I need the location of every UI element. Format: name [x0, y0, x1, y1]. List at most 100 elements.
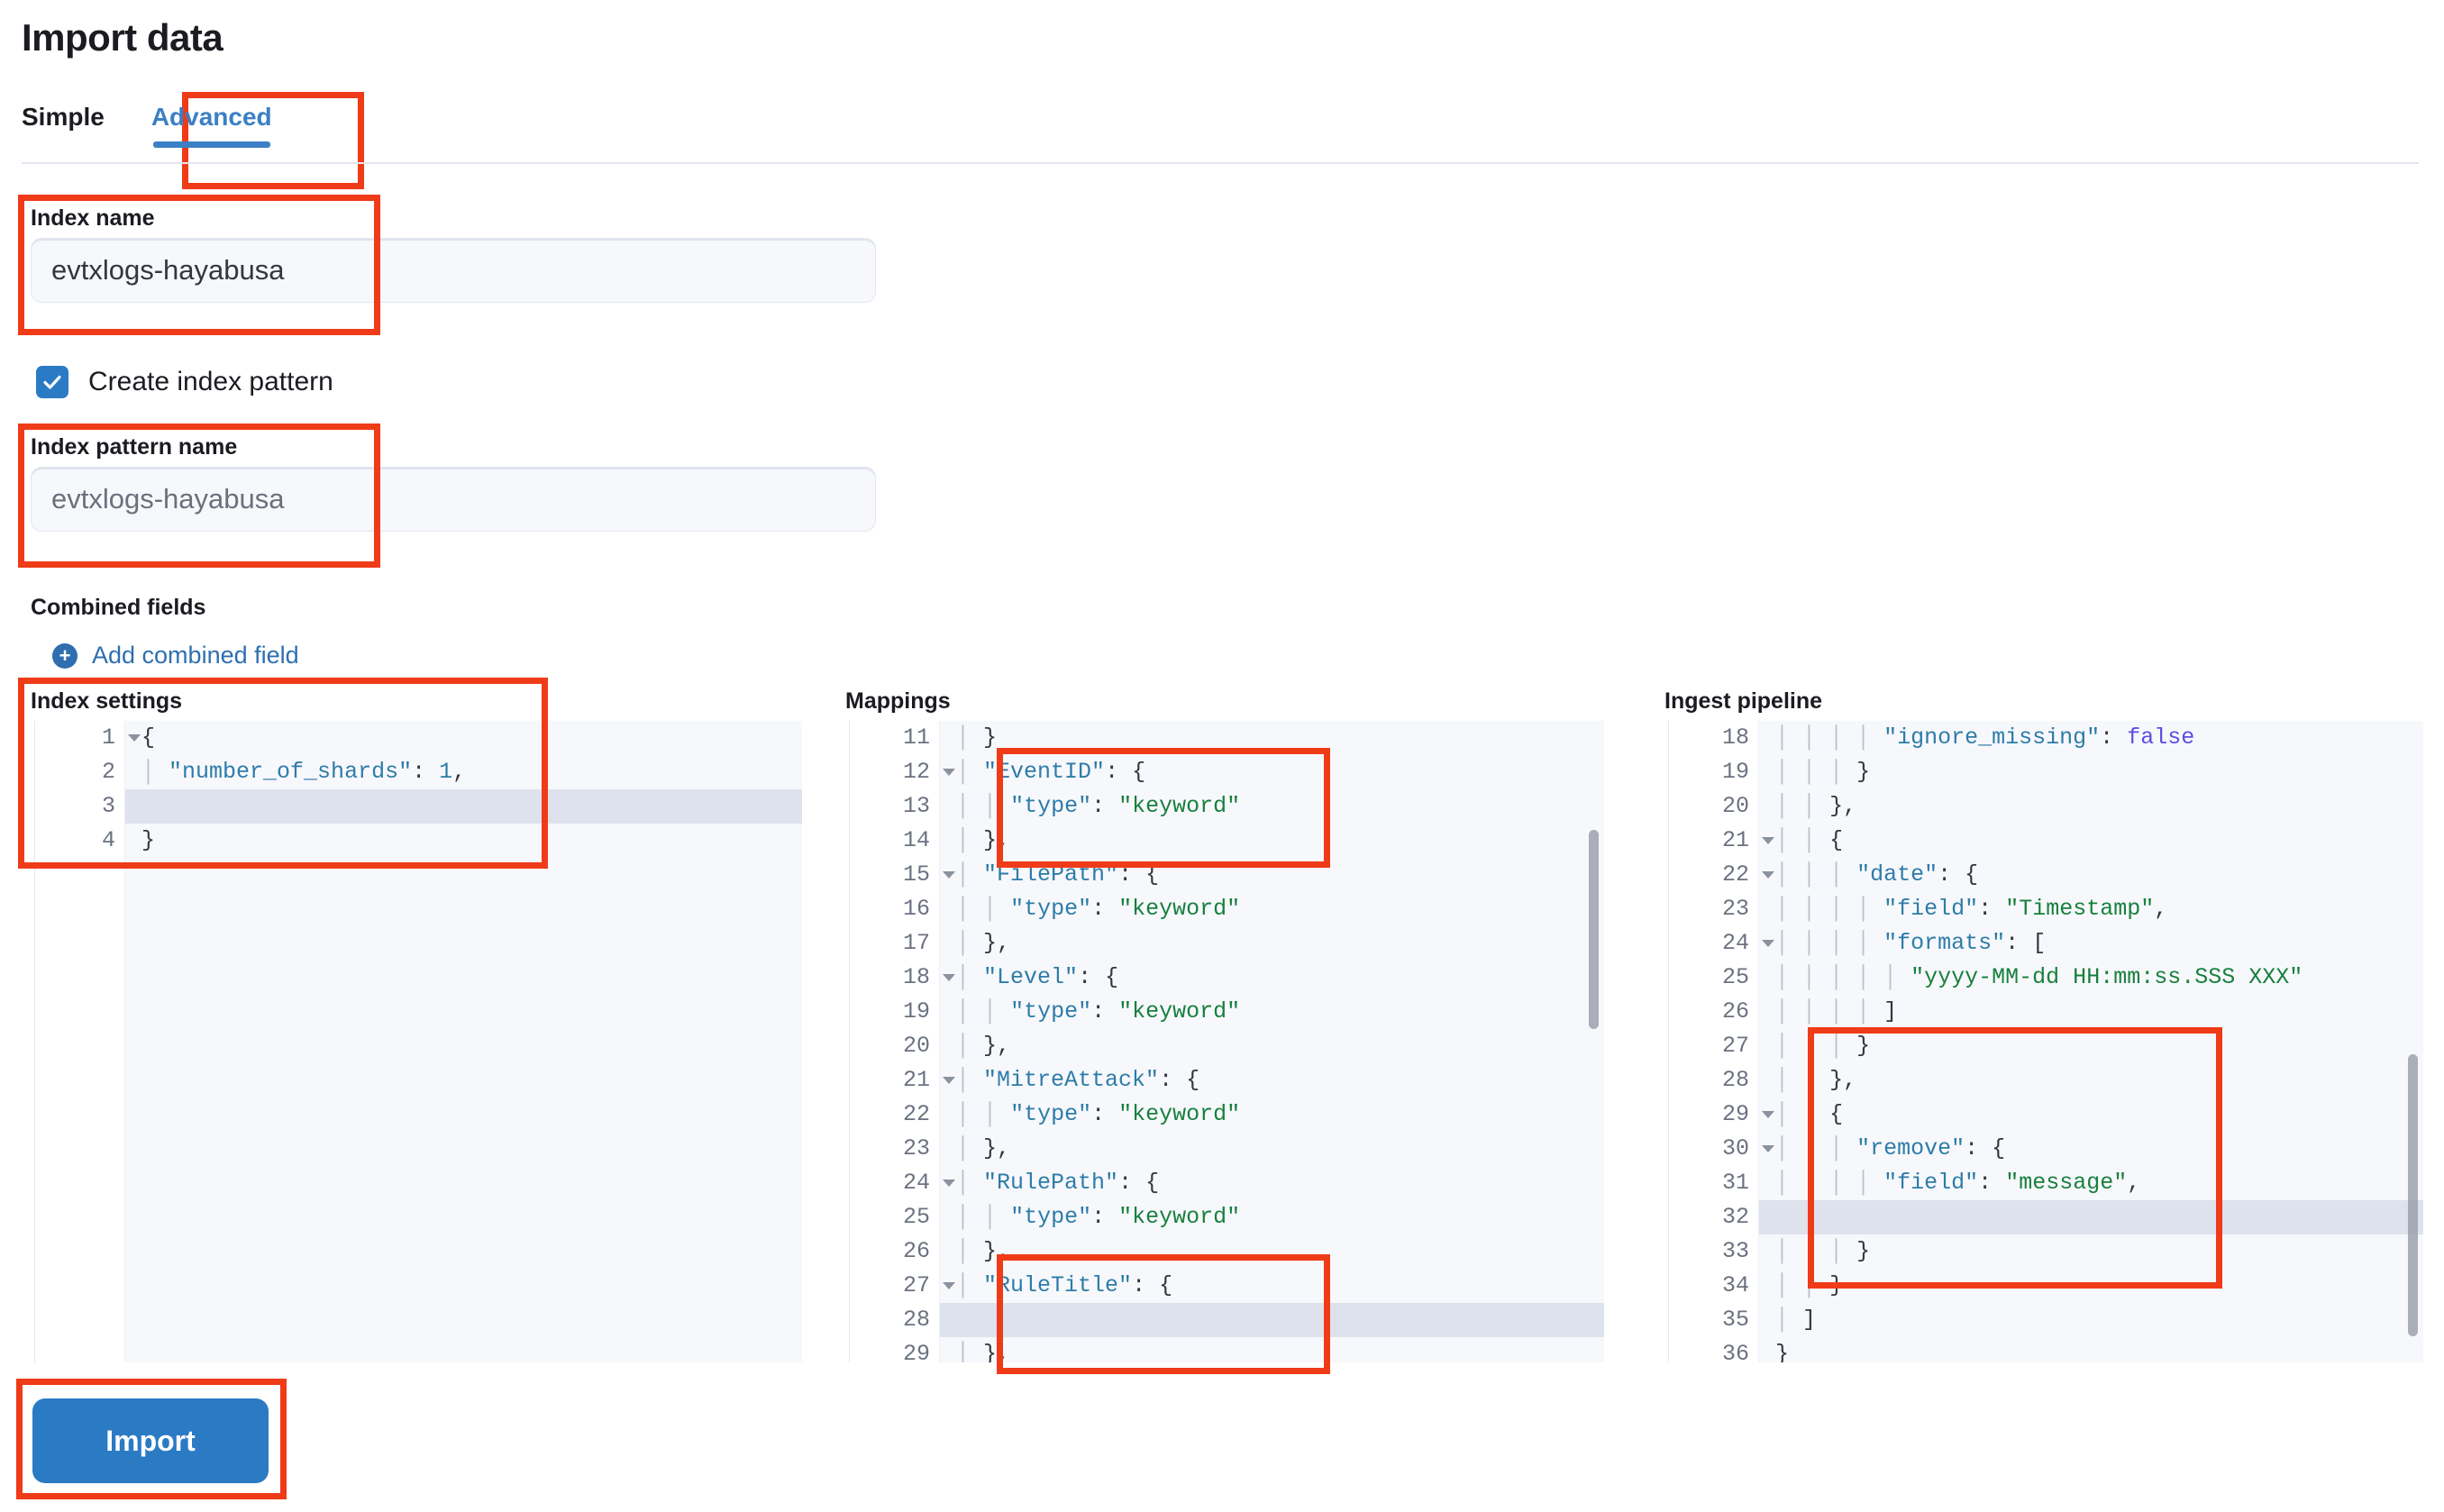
- code-line: │ │ },: [1775, 1067, 1857, 1093]
- fold-arrow-icon[interactable]: [943, 1282, 955, 1289]
- code-line: │ │ │ }: [1775, 759, 1871, 785]
- line-number: 33: [1721, 1238, 1749, 1264]
- line-number: 34: [1721, 1272, 1749, 1298]
- line-number: 20: [902, 1033, 930, 1059]
- line-number: 3: [101, 793, 115, 819]
- line-number: 35: [1721, 1307, 1749, 1333]
- line-number: 26: [902, 1238, 930, 1264]
- line-number: 24: [850, 1166, 955, 1200]
- code-line: │ │ }: [1775, 1272, 1844, 1298]
- line-number: 29: [902, 1341, 930, 1362]
- code-line: }: [141, 827, 156, 853]
- checkbox-checked-icon[interactable]: [36, 366, 68, 398]
- vertical-scrollbar[interactable]: [1589, 830, 1599, 1029]
- line-number: 27: [1721, 1033, 1749, 1059]
- line-number: 20: [1721, 793, 1749, 819]
- code-line: │ │ │ "remove": {: [1775, 1135, 2006, 1161]
- code-line: │ │ │ │ │ "yyyy-MM-dd HH:mm:ss.SSS XXX": [1775, 964, 2303, 990]
- line-number: 30: [1669, 1132, 1774, 1166]
- fold-arrow-icon[interactable]: [1762, 871, 1774, 879]
- fold-arrow-icon[interactable]: [128, 734, 141, 742]
- line-number: 26: [1721, 998, 1749, 1025]
- code-line: │ │ │ │ "ignore_missing": false: [1775, 724, 2195, 751]
- index-name-input[interactable]: [31, 238, 876, 303]
- code-content[interactable]: │ }│ "EventID": {│ │ "type": "keyword"│ …: [940, 721, 1604, 1362]
- code-line: │ },: [956, 1033, 1011, 1059]
- fold-arrow-icon[interactable]: [1762, 837, 1774, 844]
- fold-arrow-icon[interactable]: [943, 1180, 955, 1187]
- code-line: │ },: [956, 827, 1011, 853]
- code-line: │ │ "type": "keyword": [956, 896, 1241, 922]
- code-line: │ │ "type": "keyword": [956, 998, 1241, 1025]
- create-index-pattern-label: Create index pattern: [88, 367, 333, 396]
- tab-divider: [22, 162, 2419, 164]
- fold-arrow-icon[interactable]: [943, 974, 955, 981]
- fold-arrow-icon[interactable]: [1762, 1145, 1774, 1152]
- fold-arrow-icon[interactable]: [1762, 940, 1774, 947]
- fold-arrow-icon[interactable]: [943, 871, 955, 879]
- plus-circle-icon: +: [52, 642, 78, 669]
- line-number: 11: [902, 724, 930, 751]
- mappings-title: Mappings: [845, 688, 951, 714]
- line-number: 19: [1721, 759, 1749, 785]
- vertical-scrollbar[interactable]: [2408, 1054, 2418, 1336]
- code-line: │ },: [956, 930, 1011, 956]
- tab-advanced[interactable]: Advanced: [151, 103, 272, 148]
- import-button[interactable]: Import: [32, 1398, 269, 1483]
- code-line: │ │ "type": "keyword": [956, 1204, 1241, 1230]
- line-number: 13: [902, 793, 930, 819]
- code-line: │ │ │ │ ]: [1775, 998, 1898, 1025]
- code-line: {: [141, 724, 156, 751]
- code-line: │ },: [956, 1238, 1011, 1264]
- add-combined-field-label: Add combined field: [92, 642, 299, 669]
- index-name-label: Index name: [31, 205, 155, 231]
- line-number: 2: [101, 759, 115, 785]
- ingest-pipeline-title: Ingest pipeline: [1664, 688, 1823, 714]
- line-number: 22: [1669, 858, 1774, 892]
- code-line: }: [1775, 1341, 1790, 1362]
- code-line: │ │ │ }: [1775, 1238, 1871, 1264]
- line-number: 36: [1721, 1341, 1749, 1362]
- code-line: │ │ │ │ "field": "Timestamp",: [1775, 896, 2168, 922]
- code-content[interactable]: │ │ │ │ "ignore_missing": false │ │ │ } │ …: [1759, 721, 2423, 1362]
- code-line: │ "FilePath": {: [956, 861, 1160, 888]
- code-line: │ │ "type": "keyword": [956, 1101, 1241, 1127]
- code-line: │ }: [956, 724, 998, 751]
- code-line: │ │ {: [1775, 1101, 1844, 1127]
- line-number: 21: [850, 1063, 955, 1098]
- code-line: │ },: [956, 1135, 1011, 1161]
- line-number: 29: [1669, 1098, 1774, 1132]
- line-number: 1: [35, 721, 141, 755]
- code-line: │ │ {: [1775, 827, 1844, 853]
- code-line: │ │ │ "date": {: [1775, 861, 1979, 888]
- line-number: 19: [902, 998, 930, 1025]
- add-combined-field-link[interactable]: + Add combined field: [52, 642, 299, 669]
- highlighted-line: [940, 1303, 1604, 1337]
- code-line: │ ]: [1775, 1307, 1817, 1333]
- code-content[interactable]: {│ "number_of_shards": 1,│ "number_of_re…: [125, 721, 802, 1362]
- code-line: │ │ },: [1775, 793, 1857, 819]
- code-line: │ │ "type": "keyword": [956, 793, 1241, 819]
- line-number: 14: [902, 827, 930, 853]
- fold-arrow-icon[interactable]: [1762, 1111, 1774, 1118]
- code-line: │ │ │ }: [1775, 1033, 1871, 1059]
- create-index-pattern-row[interactable]: Create index pattern: [36, 366, 333, 398]
- line-number: 23: [1721, 896, 1749, 922]
- line-number: 12: [850, 755, 955, 789]
- tab-simple[interactable]: Simple: [22, 103, 105, 148]
- fold-arrow-icon[interactable]: [943, 1077, 955, 1084]
- line-number: 25: [902, 1204, 930, 1230]
- line-number: 16: [902, 896, 930, 922]
- code-line: │ "RulePath": {: [956, 1170, 1160, 1196]
- line-number: 32: [1721, 1204, 1749, 1230]
- code-line: │ "MitreAttack": {: [956, 1067, 1200, 1093]
- line-number: 23: [902, 1135, 930, 1161]
- code-line: │ │ │ │ "field": "message",: [1775, 1170, 2141, 1196]
- line-number: 15: [850, 858, 955, 892]
- line-number: 17: [902, 930, 930, 956]
- index-pattern-name-input[interactable]: [31, 467, 876, 532]
- fold-arrow-icon[interactable]: [943, 769, 955, 776]
